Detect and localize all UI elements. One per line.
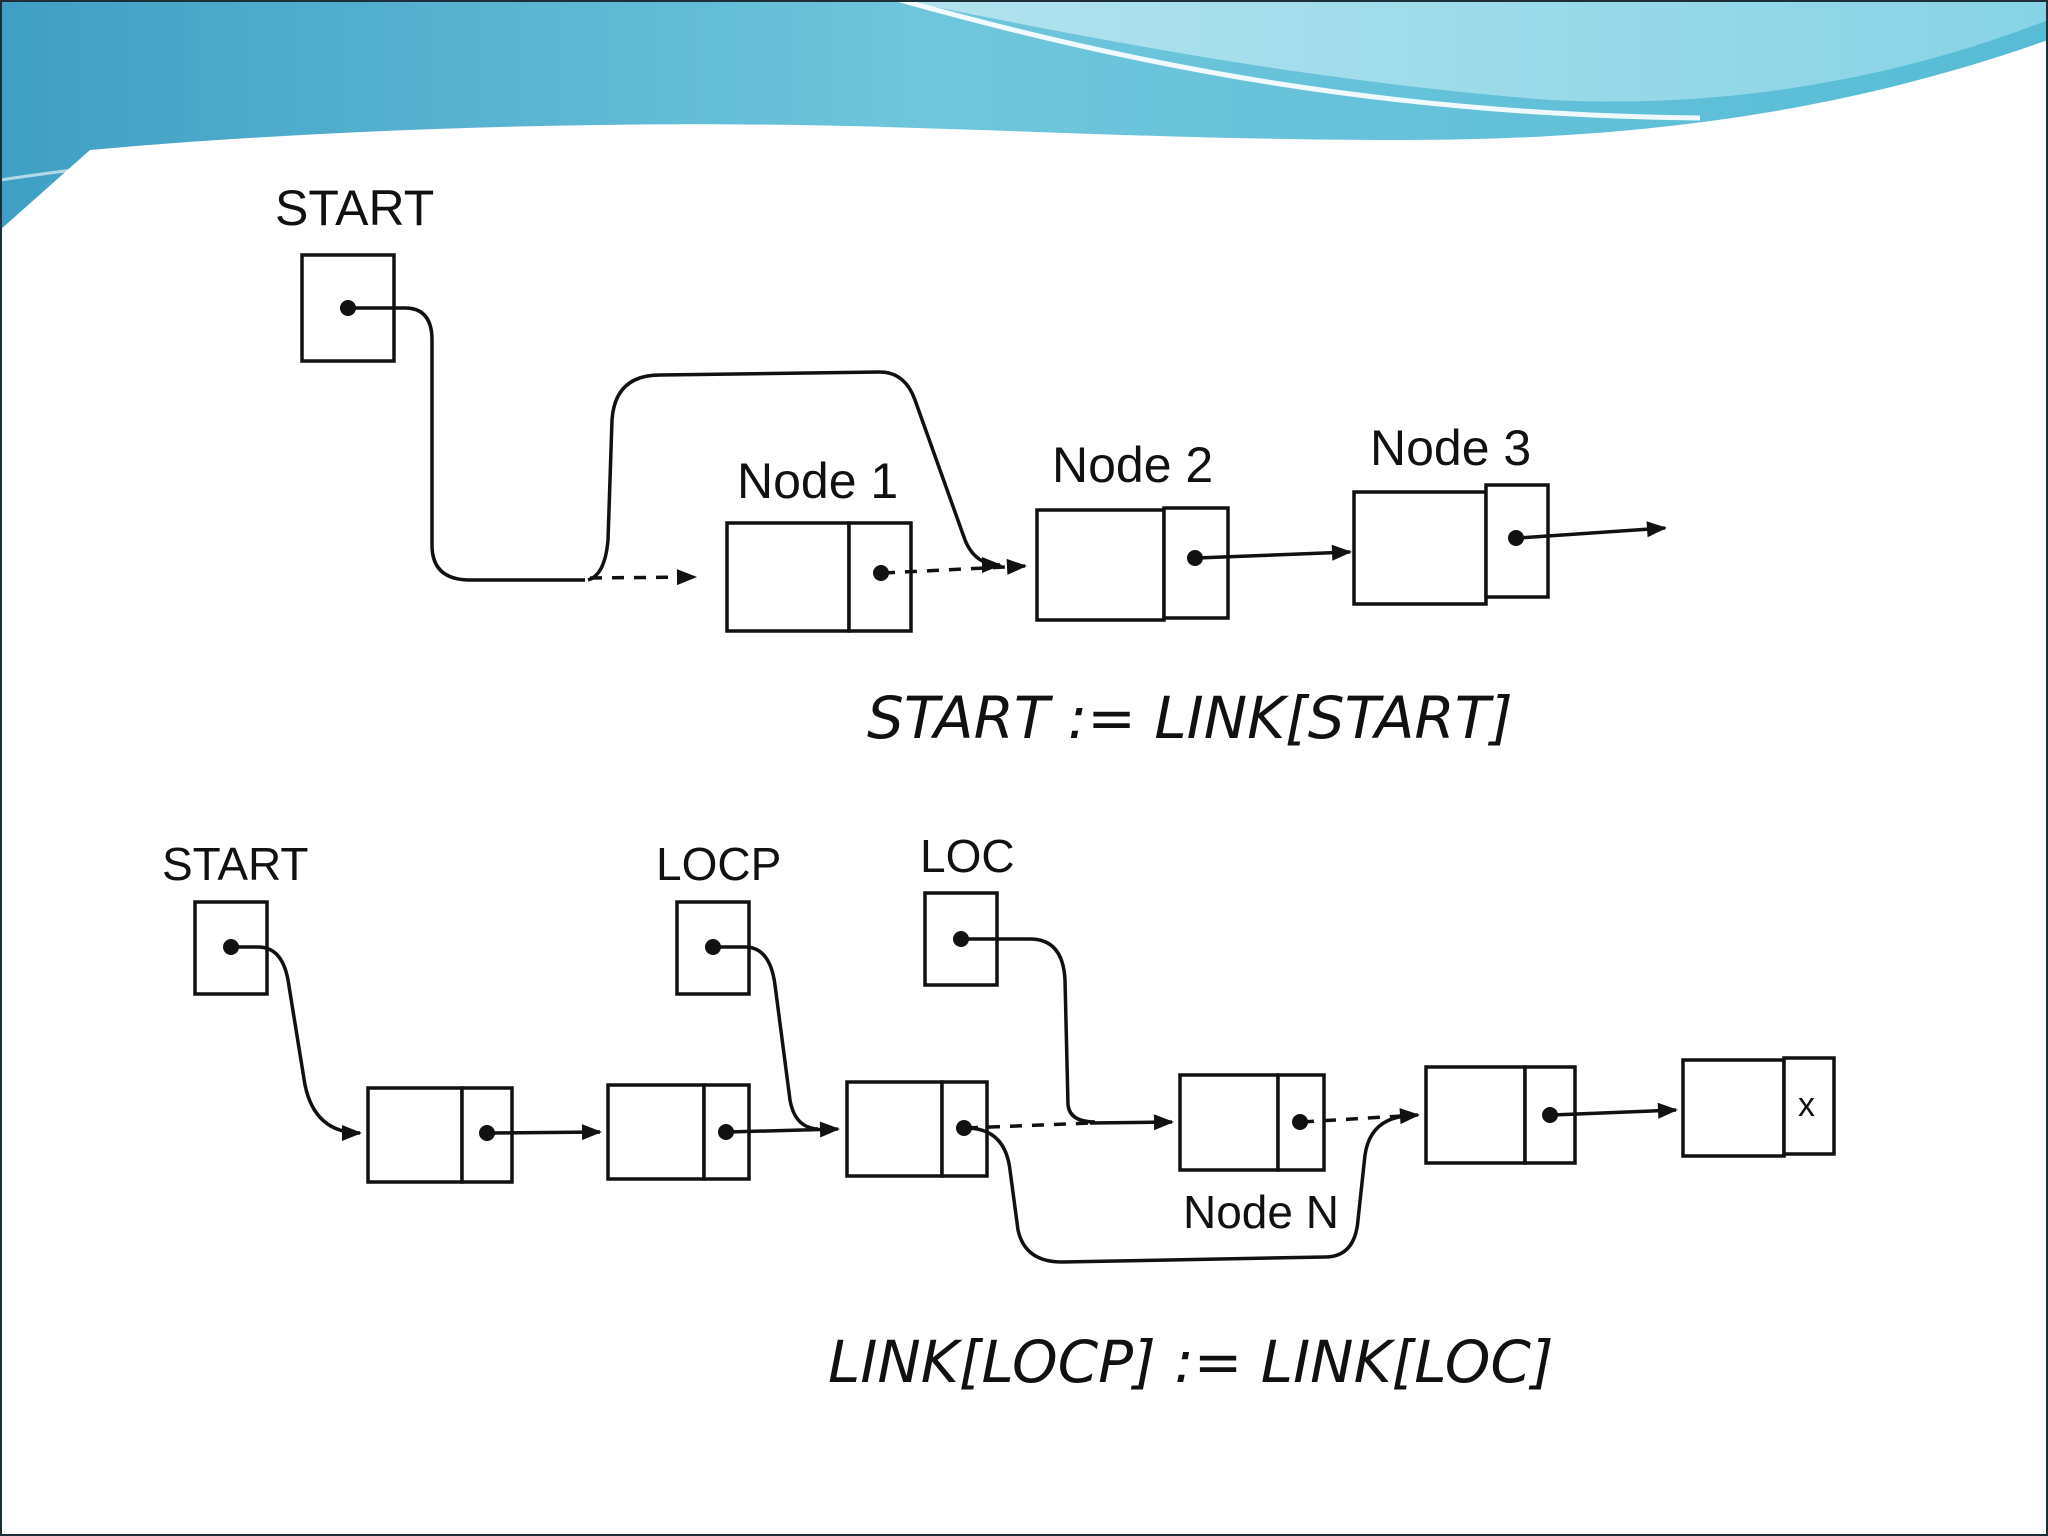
bottom-node-c-dot [956, 1120, 972, 1136]
top-node2-dot [1187, 550, 1203, 566]
top-start-label: START [275, 180, 434, 236]
top-bypass-link [587, 370, 1002, 582]
bottom-b-to-c-link [727, 1121, 840, 1138]
top-formula: START := LINK[START] [867, 684, 1513, 752]
bottom-locp-label: LOCP [656, 838, 781, 890]
top-node1-label: Node 1 [737, 453, 898, 509]
content-panel [86, 153, 1961, 1415]
header-wave [0, 0, 2048, 230]
bottom-noden-label: Node N [1183, 1186, 1339, 1238]
top-node1-dot [873, 565, 889, 581]
bottom-c-to-noden-link-tail [1089, 1114, 1174, 1131]
top-start-old-link-dashed [589, 569, 697, 586]
bottom-node-b-dot [718, 1124, 734, 1140]
top-diagram: START Node 1 Node 2 Node 3 [275, 180, 1667, 752]
bottom-formula: LINK[LOCP] := LINK[LOC] [828, 1328, 1554, 1396]
top-node3-dot [1508, 530, 1524, 546]
bottom-node-a-dot [479, 1125, 495, 1141]
bottom-node-c-info [845, 1080, 944, 1178]
bottom-noden-dot [1292, 1114, 1308, 1130]
bottom-e-to-f-link [1551, 1102, 1678, 1119]
top-node2-info [1035, 508, 1166, 622]
bottom-diagram: START LOCP LOC N [162, 830, 1836, 1396]
top-node3-next-link [1517, 521, 1667, 540]
top-node3-label: Node 3 [1370, 420, 1531, 476]
top-node3-info [1352, 490, 1488, 606]
bottom-node-e-info [1424, 1065, 1527, 1165]
top-node2-next-link [1196, 544, 1352, 561]
top-start-old-link [348, 306, 585, 582]
bottom-loc-label: LOC [920, 830, 1015, 882]
bottom-node-f-link-field [1782, 1056, 1836, 1156]
bottom-a-to-b-link [488, 1124, 602, 1141]
bottom-noden-info [1178, 1073, 1280, 1172]
top-node1-old-next-link [882, 558, 1027, 575]
bottom-null-marker: x [1798, 1086, 1815, 1124]
bottom-node-e-dot [1542, 1107, 1558, 1123]
bottom-node-f-info [1681, 1058, 1786, 1158]
top-node2-label: Node 2 [1052, 437, 1213, 493]
bottom-bypass-link [965, 1114, 1406, 1264]
bottom-start-link [231, 945, 362, 1141]
bottom-start-label: START [162, 838, 309, 890]
bottom-loc-link [961, 937, 1096, 1124]
bottom-node-a-info [366, 1086, 464, 1184]
bottom-locp-link [713, 945, 819, 1131]
top-node1-info [725, 521, 851, 633]
bottom-node-b-info [606, 1083, 706, 1181]
